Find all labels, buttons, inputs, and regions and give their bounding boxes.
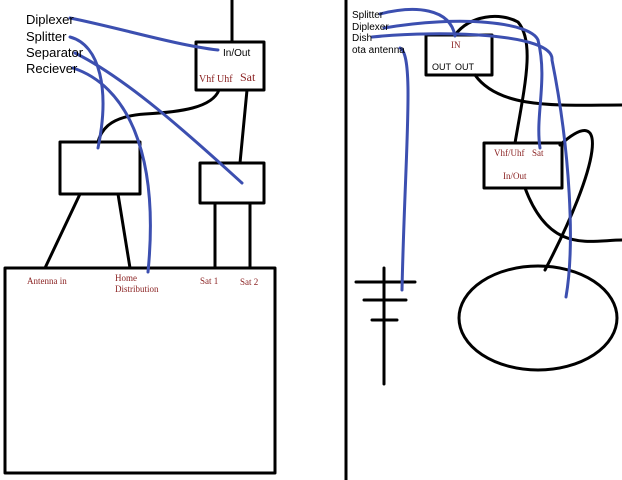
diplexer-sat-cable — [543, 129, 594, 272]
sat-cable — [238, 88, 249, 165]
right-splitter-out1-label: OUT — [432, 62, 452, 72]
right-diplexer-box — [482, 141, 564, 190]
diplexer-sat-label: Sat — [240, 70, 256, 84]
right-splitter-pointer-line — [378, 7, 457, 38]
diplexer-in-out-cable — [523, 186, 622, 243]
sat1-label: Sat 1 — [200, 276, 218, 286]
legend-splitter: Splitter — [26, 29, 67, 44]
receiver-pointer-line — [71, 66, 152, 274]
dish-ellipse — [457, 264, 619, 372]
right-legend-ota-antenna: ota antenna — [352, 45, 405, 56]
sat2-label: Sat 2 — [240, 277, 258, 287]
left-sketch: Diplexer Splitter Separator Reciever In/… — [3, 0, 277, 475]
right-dish-pointer-line — [370, 32, 572, 299]
splitter-out-cable — [473, 73, 622, 107]
right-splitter-in-label: IN — [451, 40, 461, 50]
right-diplexer-in-out-label: In/Out — [503, 171, 527, 181]
diplexer-pointer-line — [68, 16, 220, 52]
vhf-uhf-cable — [96, 88, 221, 144]
splitter-leg-home — [116, 192, 132, 270]
antenna-in-label: Antenna in — [27, 276, 67, 286]
right-diplexer-pointer-line — [382, 19, 544, 150]
legend-reciever: Reciever — [26, 61, 78, 76]
separator-box — [198, 161, 266, 205]
right-diplexer-vhf-uhf-label: Vhf/Uhf — [494, 148, 525, 158]
right-legend-splitter: Splitter — [352, 10, 384, 21]
legend-separator: Separator — [26, 45, 84, 60]
right-ota-pointer-line — [398, 46, 410, 292]
home-label: Home — [115, 273, 137, 283]
receiver-box — [3, 266, 277, 475]
legend-diplexer: Diplexer — [26, 12, 74, 27]
diplexer-in-out-label: In/Out — [223, 48, 250, 59]
right-sketch: Splitter Diplexer Dish ota antenna IN OU… — [352, 7, 622, 386]
diplexer-box — [194, 40, 266, 92]
right-legend-dish: Dish — [352, 33, 372, 44]
right-diplexer-sat-label: Sat — [532, 148, 544, 158]
splitter-leg-antenna — [43, 192, 82, 270]
diplexer-vhf-uhf-label: Vhf Uhf — [199, 74, 233, 85]
right-splitter-out2-label: OUT — [455, 62, 475, 72]
splitter-pointer-line — [68, 35, 105, 150]
distribution-label: Distribution — [115, 284, 159, 294]
splitter-box — [58, 140, 142, 196]
right-legend-diplexer: Diplexer — [352, 22, 389, 33]
separator-pointer-line — [73, 51, 244, 185]
